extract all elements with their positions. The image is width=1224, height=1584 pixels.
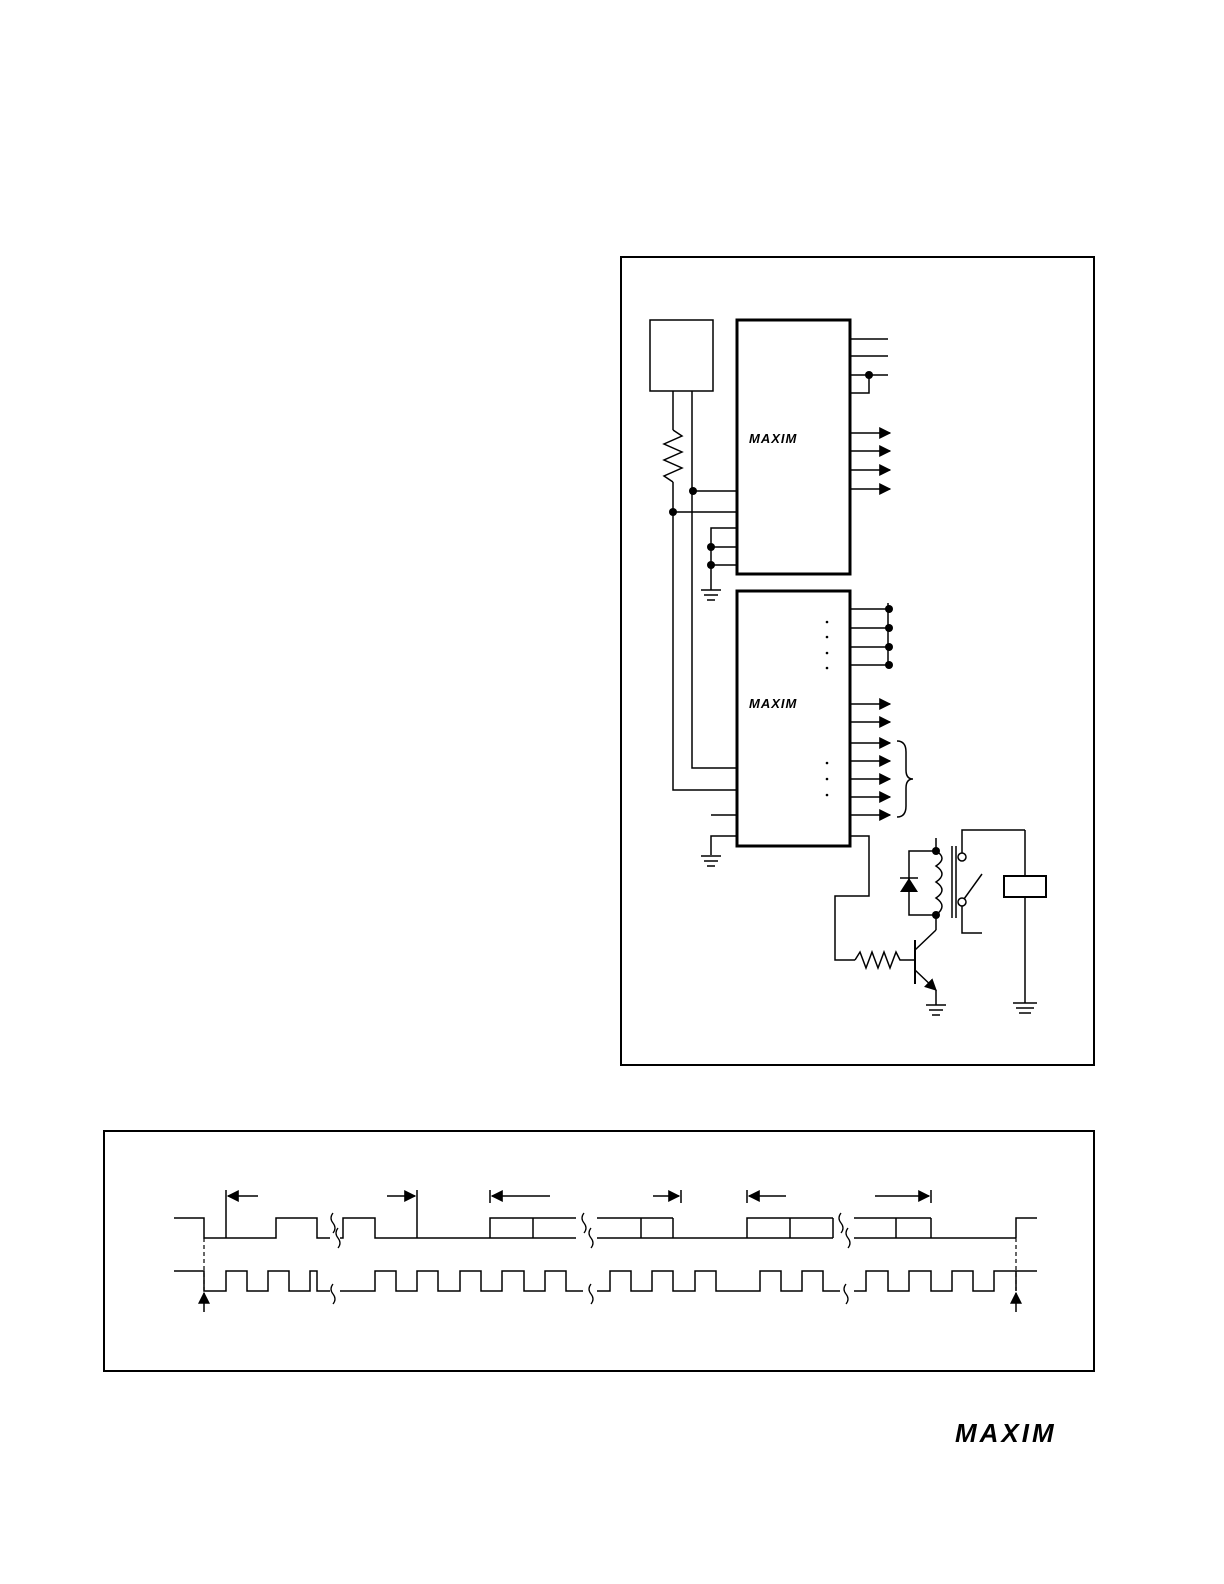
lower-ic: [735, 589, 852, 848]
upper-ic-logo: MAXIM: [749, 431, 798, 446]
clock-line: [174, 1270, 1037, 1292]
wire-supply-right: [691, 391, 737, 769]
circuit-frame: [620, 256, 1095, 1066]
timing-figure: [103, 1130, 1095, 1372]
junction: [669, 508, 677, 516]
load: [1003, 875, 1047, 898]
break-marks: [330, 1212, 851, 1305]
lower-ic-logo: MAXIM: [749, 696, 798, 711]
pullup-resistor: [662, 429, 684, 483]
ground-symbol: [926, 1004, 946, 1016]
base-resistor: [854, 949, 915, 971]
ground-symbol: [701, 589, 721, 601]
flyback-diode: [900, 877, 918, 892]
curly-brace: [896, 740, 914, 818]
supply-box: [649, 319, 714, 392]
ground-symbol: [1013, 1002, 1037, 1014]
junction: [689, 487, 697, 495]
timing-frame: [103, 1130, 1095, 1372]
ellipsis-dots: [825, 620, 829, 797]
footer-logo: MAXIM: [955, 1418, 1057, 1448]
ground-symbol: [701, 855, 721, 867]
upper-ic: [735, 318, 852, 576]
data-line: [174, 1217, 1037, 1239]
circuit-figure: MAXIM MAXIM: [620, 256, 1095, 1066]
wire-resistor-down: [672, 482, 737, 791]
relay-contact: [957, 829, 1025, 934]
npn-transistor: [914, 915, 937, 1005]
relay-coil: [934, 850, 943, 916]
